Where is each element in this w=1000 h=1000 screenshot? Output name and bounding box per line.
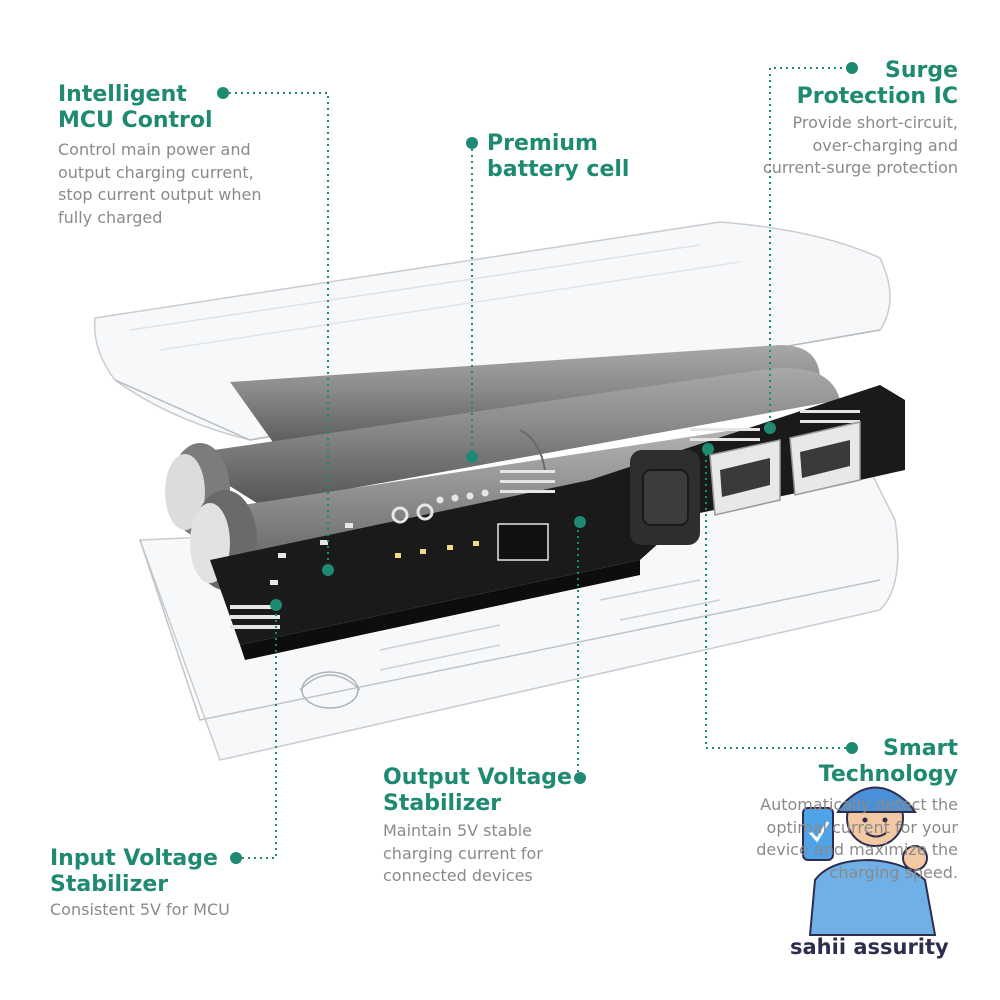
mascot-icon [802, 786, 937, 936]
surge-protection-desc: Provide short-circuit, over-charging and… [762, 113, 958, 177]
output-stabilizer-title: Output Voltage Stabilizer [383, 765, 572, 816]
mcu-control-desc: Control main power and output charging c… [58, 140, 262, 227]
input-stabilizer-title: Input Voltage Stabilizer [50, 846, 218, 897]
surge-protection-title: Surge Protection IC [796, 58, 958, 109]
smart-technology-desc: Automatically detect the optimal current… [756, 795, 958, 882]
watermark-logo: sahii assurity [790, 935, 949, 959]
mcu-control-title: Intelligent MCU Control [58, 82, 213, 133]
smart-technology-title: Smart Technology [818, 736, 958, 787]
callout-dots [217, 62, 858, 864]
input-stabilizer-desc: Consistent 5V for MCU [50, 900, 230, 919]
output-stabilizer-desc: Maintain 5V stable charging current for … [383, 821, 543, 885]
callout-lines [223, 67, 852, 859]
battery-cell-title: Premium battery cell [487, 131, 630, 182]
pcb-board [210, 385, 905, 660]
